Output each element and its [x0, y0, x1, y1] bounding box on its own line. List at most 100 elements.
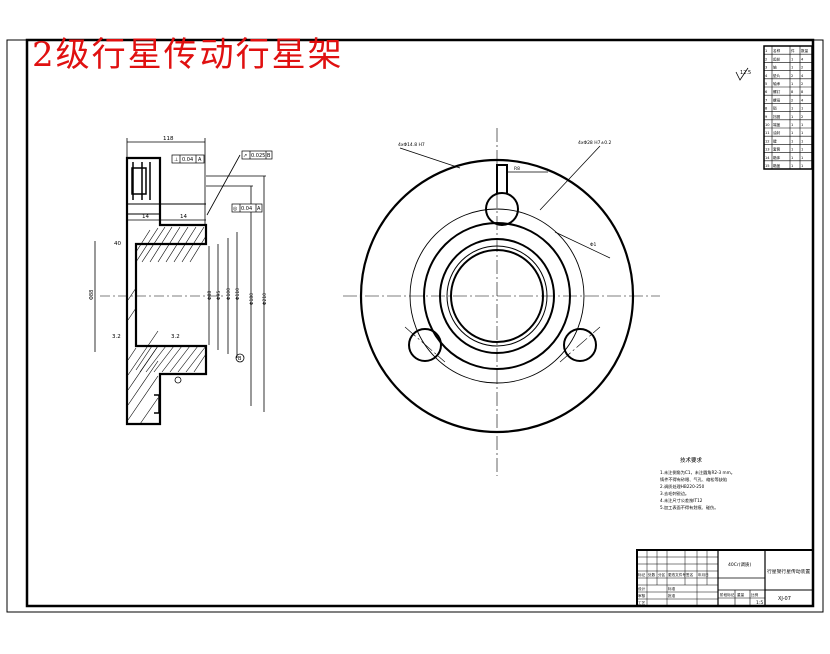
parts-table-frame: [763, 45, 813, 170]
parts-table-cell: 1: [791, 156, 793, 160]
parts-table-cell: 9: [765, 115, 768, 119]
parts-table-cell: 垫片: [773, 73, 781, 78]
svg-text:审核: 审核: [638, 593, 646, 598]
svg-text:Φ210: Φ210: [262, 293, 268, 305]
parts-table-cell: 齿轮: [773, 56, 781, 61]
parts-table-cell: 1: [791, 66, 793, 70]
parts-table-cell: 1: [801, 123, 803, 127]
tech-heading: 技术要求: [680, 456, 703, 464]
leader-left-text: 4xΦ14.8 H7: [398, 142, 425, 148]
parts-table-cell: 1: [801, 164, 803, 168]
tech-requirements: 技术要求 1.未注倒角为C1，未注圆角R2-3 mm。 铸件不得有砂眼、气孔、缩…: [660, 456, 735, 511]
parts-table-cell: 5: [765, 82, 767, 86]
overlay-title: 2级行星传动行星架: [32, 35, 344, 75]
parts-table-cell: 2: [801, 115, 803, 119]
svg-text:重量: 重量: [737, 592, 745, 597]
parts-table-cell: 3: [765, 66, 767, 70]
svg-text:Φ88: Φ88: [207, 291, 213, 300]
svg-text:更改文件号: 更改文件号: [668, 572, 686, 577]
svg-text:处数: 处数: [648, 572, 656, 577]
parts-table-cell: 6: [765, 90, 768, 94]
parts-table-cell: 1: [801, 139, 803, 143]
title-block: [636, 549, 814, 607]
leader-top-text: 4xΦ28 H7±0.2: [578, 140, 612, 146]
svg-text:铸件不得有砂眼、气孔、缩松等缺陷: 铸件不得有砂眼、气孔、缩松等缺陷: [660, 476, 727, 483]
svg-text:4.未注尺寸公差按IT12: 4.未注尺寸公差按IT12: [660, 497, 703, 504]
svg-text:Φ180: Φ180: [249, 293, 255, 305]
rough-a-text: 3.2: [112, 334, 121, 340]
svg-text:批准: 批准: [668, 593, 676, 598]
title-material: 40Cr(调质): [728, 561, 751, 568]
svg-text:1.未注倒角为C1，未注圆角R2-3 mm。: 1.未注倒角为C1，未注圆角R2-3 mm。: [660, 469, 735, 476]
svg-text:签名: 签名: [686, 572, 694, 577]
parts-table-cell: 1: [791, 139, 793, 143]
parts-table-cell: 1: [765, 49, 767, 53]
svg-text:Φ110: Φ110: [235, 288, 241, 300]
svg-text:年月日: 年月日: [698, 572, 709, 577]
parts-table-cell: 套筒: [773, 147, 781, 152]
parts-table-cell: 2: [791, 98, 793, 102]
keyway-slot: [496, 164, 508, 193]
parts-table-cell: 12: [765, 139, 770, 143]
parts-table-cell: 1: [791, 82, 793, 86]
svg-text:◎: ◎: [233, 206, 238, 212]
parts-table-cell: 件: [791, 48, 795, 53]
parts-table-cell: 1: [791, 131, 793, 135]
parts-table-cell: 螺母: [773, 97, 781, 102]
svg-text:3.去毛刺锐边。: 3.去毛刺锐边。: [660, 490, 689, 497]
parts-table-cell: 11: [765, 131, 770, 135]
parts-table-cell: 2: [791, 74, 793, 78]
callout-top: ⊥ 0.04 A: [171, 154, 205, 164]
callout-mid: ◎ 0.04 A: [231, 203, 263, 213]
parts-table-cell: 螺钉: [773, 89, 781, 94]
parts-table-cell: 销: [773, 106, 777, 111]
parts-table-cell: 1: [791, 57, 793, 61]
inner-frame: [25, 38, 815, 608]
parts-table-cell: 4: [801, 74, 804, 78]
parts-table-cell: 2: [801, 66, 803, 70]
parts-table-cell: 2: [765, 57, 767, 61]
datum-label: B: [238, 356, 242, 362]
parts-table-cell: 1: [791, 164, 793, 168]
title-drawing-no: XJ-07: [778, 596, 791, 602]
parts-table-cell: 4: [765, 74, 768, 78]
parts-table-cell: 挡圈: [773, 114, 781, 119]
svg-text:Φ100: Φ100: [226, 288, 232, 300]
planet-hole-left: [408, 328, 442, 362]
planet-hole-top: [485, 192, 519, 226]
parts-table-cell: 名称: [773, 48, 781, 53]
callout-runout: ↗ 0.025 B: [241, 150, 273, 160]
dim-top-text: 118: [163, 136, 174, 142]
parts-table-cell: 1: [791, 115, 793, 119]
svg-text:5.加工表面不得有划痕、碰伤。: 5.加工表面不得有划痕、碰伤。: [660, 504, 718, 511]
parts-table-cell: 端盖: [773, 122, 781, 127]
svg-text:标记: 标记: [638, 572, 646, 577]
parts-table-cell: 箱盖: [773, 163, 781, 168]
parts-table-cell: 4: [801, 57, 804, 61]
svg-text:Φ95: Φ95: [216, 291, 222, 300]
svg-text:2.调质处理HB220-250: 2.调质处理HB220-250: [660, 483, 705, 490]
svg-text:↗: ↗: [243, 153, 247, 159]
parts-table-cell: 1: [791, 123, 793, 127]
parts-table-cell: 1: [791, 107, 793, 111]
parts-table-cell: 油封: [773, 130, 781, 135]
planet-hole-right: [563, 328, 597, 362]
parts-table-cell: 1: [801, 107, 803, 111]
svg-text:A: A: [257, 206, 261, 212]
parts-table-cell: 2: [801, 82, 803, 86]
inner-dia-labels: Φ88 Φ95 Φ100 Φ110 Φ180 Φ210: [207, 288, 268, 305]
parts-table-cell: 1: [801, 156, 803, 160]
svg-text:标准: 标准: [668, 586, 676, 591]
parts-table-cell: 15: [765, 164, 770, 168]
roughness-corner-text: 12.5: [740, 70, 751, 76]
svg-text:0.04: 0.04: [182, 157, 193, 163]
svg-text:设计: 设计: [638, 586, 646, 591]
dim-40-text: 40: [114, 241, 121, 247]
parts-table-cell: 8: [791, 90, 794, 94]
svg-text:A: A: [198, 157, 202, 163]
slot-note-text: R8: [514, 166, 520, 172]
svg-text:0.04: 0.04: [241, 206, 252, 212]
title-scale: 1:5: [756, 600, 763, 606]
parts-table-cell: 1: [791, 148, 793, 152]
svg-text:比例: 比例: [751, 592, 759, 597]
